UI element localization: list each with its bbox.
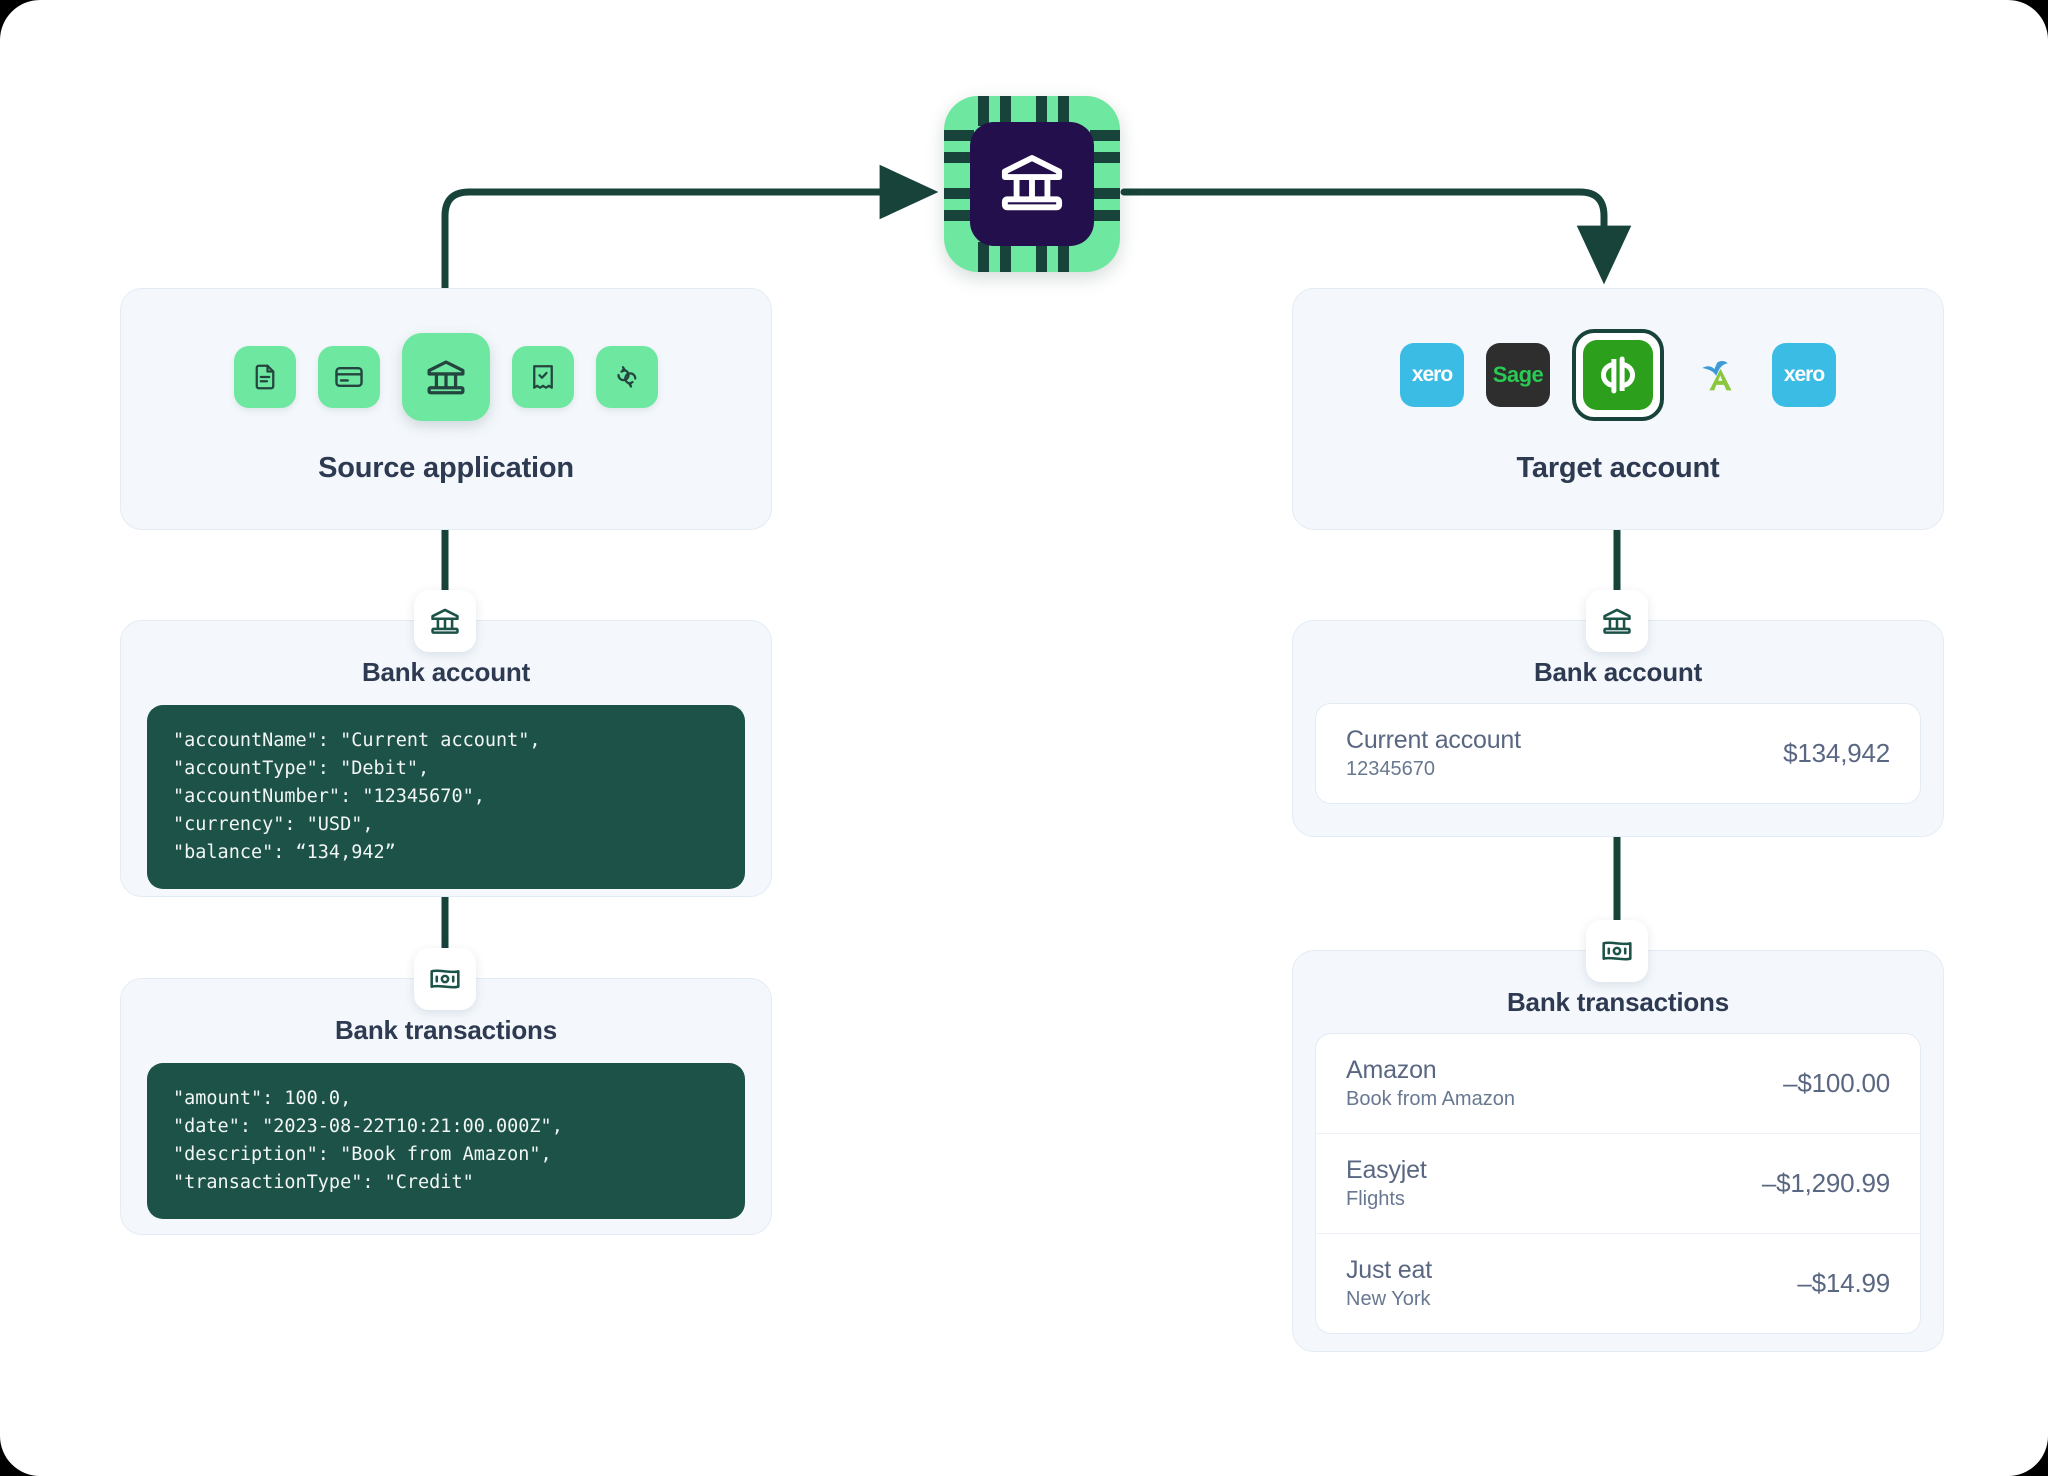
source-application-panel: Source application (120, 288, 772, 530)
bank-icon (995, 145, 1069, 224)
table-row[interactable]: Just eat New York –$14.99 (1316, 1234, 1920, 1333)
transaction-amount: –$100.00 (1783, 1068, 1890, 1098)
bank-icon[interactable] (402, 333, 490, 421)
code-line: "accountNumber": "12345670", (173, 786, 485, 807)
source-bank-transactions-card: Bank transactions "amount": 100.0, "date… (120, 978, 772, 1235)
banknote-icon (430, 969, 460, 989)
sync-refresh-icon[interactable] (596, 346, 658, 408)
card-title: Bank account (1533, 657, 1703, 687)
account-balance: $134,942 (1783, 738, 1890, 768)
account-name: Current account (1346, 726, 1521, 754)
source-app-icon-row (121, 333, 771, 421)
banknote-icon-badge (414, 948, 476, 1010)
freeagent-logo[interactable] (1686, 343, 1750, 407)
quickbooks-logo (1583, 340, 1653, 410)
code-line: "transactionType": "Credit" (173, 1172, 474, 1193)
code-line: "accountName": "Current account", (173, 730, 541, 751)
transaction-name: Easyjet (1346, 1156, 1427, 1184)
target-bank-transactions-card: Bank transactions Amazon Book from Amazo… (1292, 950, 1944, 1352)
table-row[interactable]: Easyjet Flights –$1,290.99 (1316, 1134, 1920, 1234)
bank-icon (1603, 608, 1631, 634)
target-bank-account-card: Bank account Current account 12345670 $1… (1292, 620, 1944, 837)
card-title: Bank transactions (1506, 987, 1729, 1017)
code-line: "balance": “134,942” (173, 842, 396, 863)
code-line: "currency": "USD", (173, 814, 374, 835)
xero-logo-label: xero (1783, 363, 1825, 386)
source-bank-account-card: Bank account "accountName": "Current acc… (120, 620, 772, 897)
quickbooks-logo-selected[interactable] (1572, 329, 1664, 421)
target-account-panel: xero Sage xero (1292, 288, 1944, 530)
banknote-icon (1602, 941, 1632, 961)
card-title: Bank account (361, 657, 531, 687)
credit-card-icon[interactable] (318, 346, 380, 408)
chip-core (970, 122, 1094, 246)
list-item[interactable]: Current account 12345670 $134,942 (1316, 704, 1920, 803)
target-logo-row: xero Sage xero (1293, 329, 1943, 421)
sage-logo[interactable]: Sage (1486, 343, 1550, 407)
bank-icon-badge (414, 590, 476, 652)
transaction-description: Book from Amazon (1346, 1088, 1515, 1110)
transaction-description: Flights (1346, 1188, 1405, 1210)
transaction-amount: –$1,290.99 (1761, 1168, 1890, 1198)
card-title: Bank transactions (334, 1015, 557, 1045)
code-line: "description": "Book from Amazon", (173, 1144, 552, 1165)
sage-logo-label: Sage (1492, 362, 1544, 387)
xero-logo[interactable]: xero (1772, 343, 1836, 407)
chip-pins (944, 96, 1120, 272)
table-row[interactable]: Amazon Book from Amazon –$100.00 (1316, 1034, 1920, 1134)
target-bank-transactions-list: Amazon Book from Amazon –$100.00 Easyjet… (1315, 1033, 1921, 1334)
transaction-name: Just eat (1346, 1256, 1432, 1284)
source-bank-transactions-code: "amount": 100.0, "date": "2023-08-22T10:… (147, 1063, 745, 1219)
target-bank-account-list: Current account 12345670 $134,942 (1315, 703, 1921, 804)
account-number: 12345670 (1346, 758, 1435, 780)
receipt-check-icon[interactable] (512, 346, 574, 408)
transaction-amount: –$14.99 (1797, 1268, 1890, 1298)
invoice-document-icon[interactable] (234, 346, 296, 408)
page-title: Target account (1516, 452, 1720, 484)
code-line: "accountType": "Debit", (173, 758, 430, 779)
transaction-name: Amazon (1346, 1056, 1437, 1084)
source-bank-account-code: "accountName": "Current account", "accou… (147, 705, 745, 889)
bank-icon-badge (1586, 590, 1648, 652)
code-line: "date": "2023-08-22T10:21:00.000Z", (173, 1116, 563, 1137)
bank-icon (431, 608, 459, 634)
integration-chip (944, 96, 1120, 272)
code-line: "amount": 100.0, (173, 1088, 352, 1109)
transaction-description: New York (1346, 1288, 1431, 1310)
page-title: Source application (318, 452, 574, 484)
xero-logo-label: xero (1411, 363, 1453, 386)
xero-logo[interactable]: xero (1400, 343, 1464, 407)
banknote-icon-badge (1586, 920, 1648, 982)
